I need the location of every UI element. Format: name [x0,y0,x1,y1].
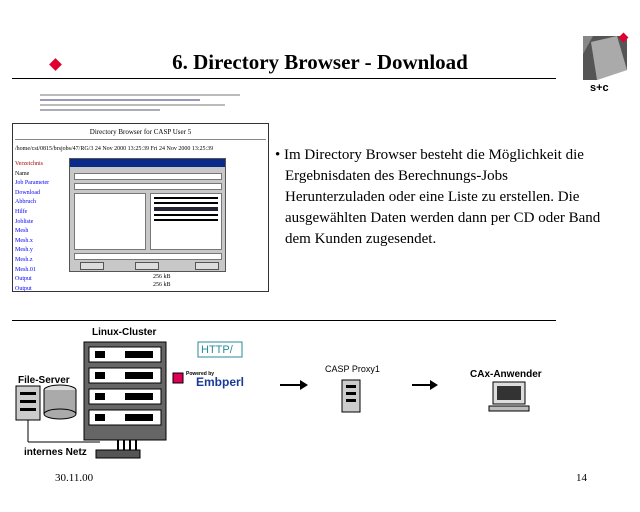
cluster-label: Linux-Cluster [92,327,157,338]
sidebar-item[interactable]: Output [15,276,32,283]
file-size: 256 kB [153,282,171,288]
http-label: HTTP/ [201,344,233,356]
file-server-icon [15,384,77,421]
sidebar-item[interactable]: Output [15,285,32,292]
arrow-right-icon [412,380,438,390]
http-badge-icon [197,341,243,358]
sidebar-item[interactable]: Hilfe [15,208,28,215]
bullet-text: • Im Directory Browser besteht die Mögli… [275,145,605,250]
title-underline [12,78,556,79]
screenshot-sidebar: Verzeichnis Name Job Parameter Download … [15,160,70,294]
sidebar-item[interactable]: Mesh.01 [15,266,36,273]
section-divider [12,320,556,321]
dialog-selection-input[interactable] [74,253,222,260]
network-switch-icon [95,449,141,459]
screenshot-path: /home/cst/0815/brsjobs/47/RG/3 24 Nov 20… [15,146,214,152]
client-label: CAx-Anwender [470,369,542,380]
download-dialog [69,158,226,272]
file-size: 256 kB [153,274,171,280]
fileserver-label: File-Server [18,375,70,386]
sidebar-item[interactable]: Mesh [15,228,29,235]
network-label: internes Netz [24,447,87,458]
sidebar-item[interactable]: Mesh.y [15,247,33,254]
directory-browser-screenshot: Directory Browser for CASP User 5 /home/… [12,123,269,292]
logo-text: s+c [590,82,609,94]
proxy-label: CASP Proxy1 [325,364,380,374]
browser-toolbar-strip [40,92,240,114]
sidebar-item[interactable]: Abbruch [15,199,36,206]
arrow-right-icon [280,380,308,390]
dialog-path-input[interactable] [74,183,222,190]
logo-graphic-icon [583,36,627,80]
slide-date: 30.11.00 [55,472,94,484]
network-diagram [15,341,530,459]
sidebar-item[interactable]: Verzeichnis [15,161,43,167]
sidebar-item[interactable]: Mesh.z [15,256,33,263]
dialog-directory-list[interactable] [74,193,146,250]
sidebar-item[interactable]: Name [15,170,30,177]
dialog-cancel-button[interactable] [195,262,219,270]
sidebar-item[interactable]: Download [15,189,40,196]
page-number: 14 [576,472,587,484]
slide-title: 6. Directory Browser - Download [172,50,468,74]
dialog-file-list[interactable] [150,193,222,250]
client-computer-icon [488,381,530,412]
sidebar-item[interactable]: Mesh.x [15,237,33,244]
embperl-label: Embperl [196,375,245,389]
logo [583,36,627,80]
proxy-server-icon [341,379,361,413]
dialog-filter-input[interactable] [74,173,222,180]
dialog-titlebar [70,159,225,167]
sidebar-item[interactable]: Jobliste [15,218,34,225]
linux-cluster-rack-icon [83,341,167,441]
dialog-filter-button[interactable] [135,262,159,270]
embperl-logo-icon [172,372,184,384]
sidebar-item[interactable]: Job Parameter [15,180,50,187]
bullet-paragraph: • Im Directory Browser besteht die Mögli… [275,147,601,247]
embperl-small-label: Powered by [186,371,215,377]
screenshot-header: Directory Browser for CASP User 5 [89,128,192,136]
dialog-ok-button[interactable] [80,262,104,270]
